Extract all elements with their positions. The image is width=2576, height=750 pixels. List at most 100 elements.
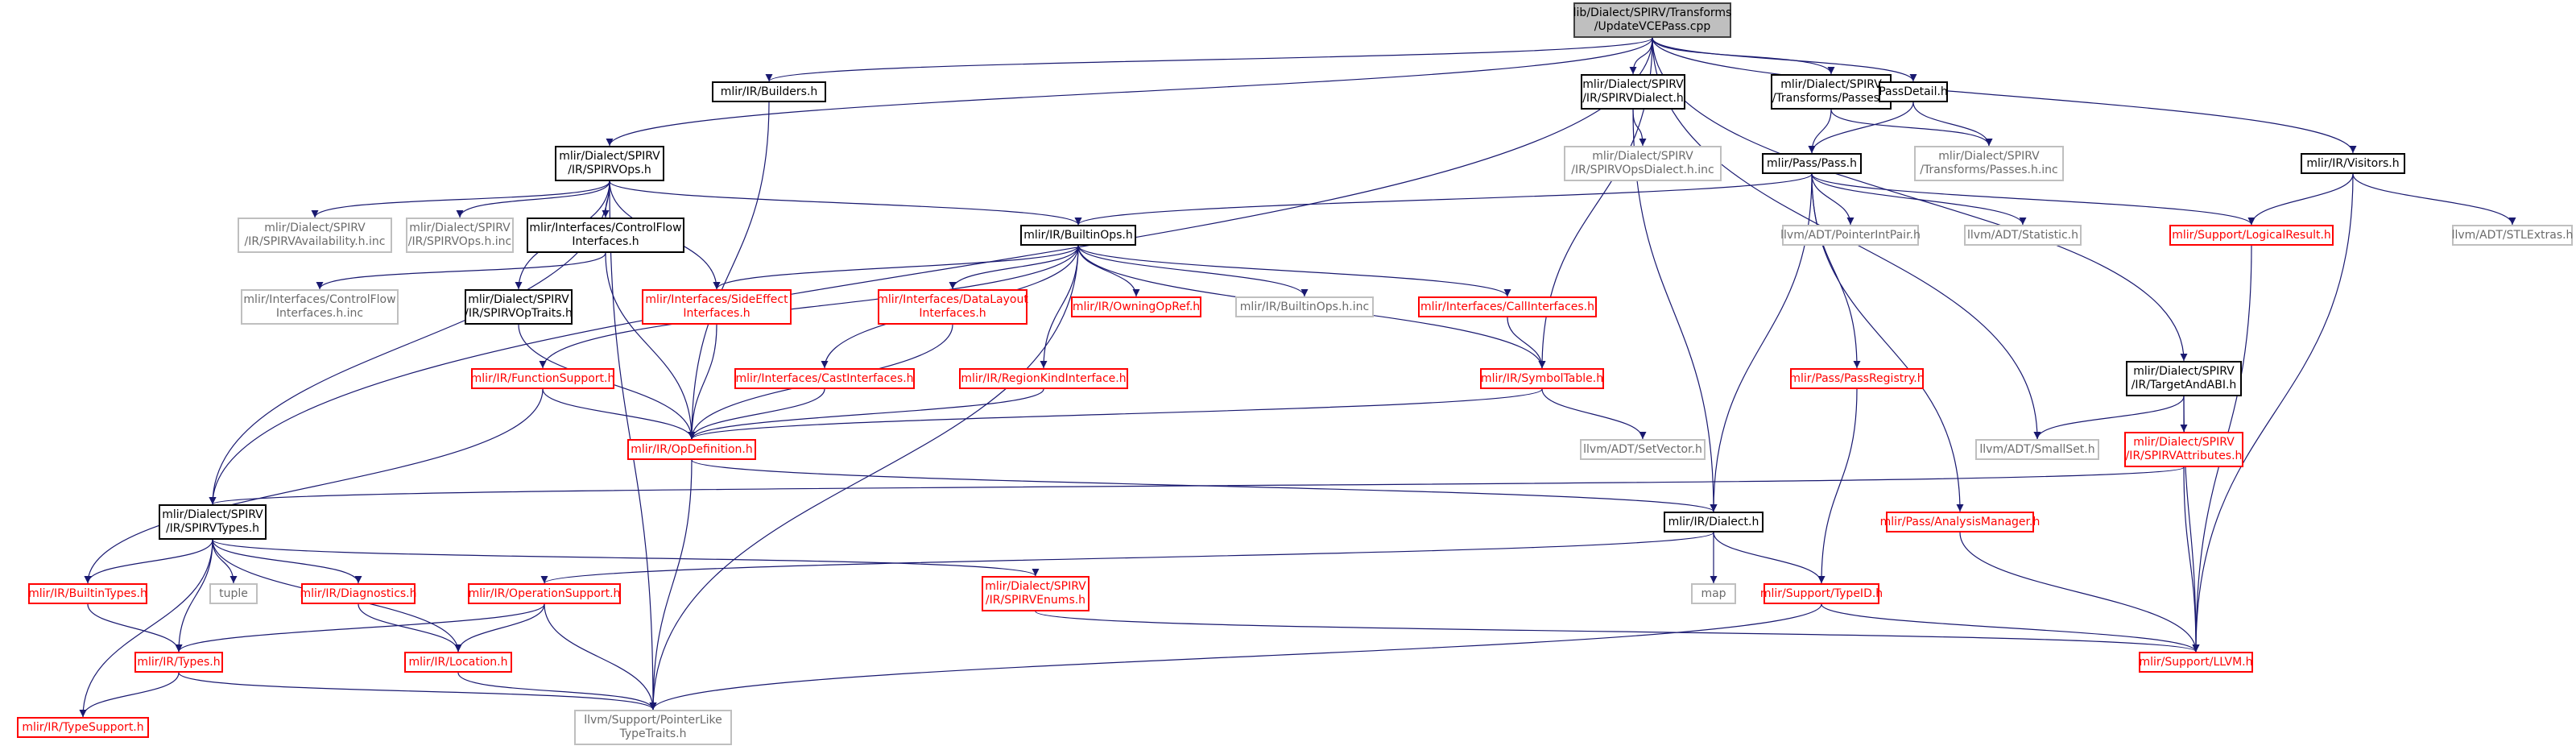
node-label: mlir/Dialect/SPIRV /IR/SPIRVAvailability… <box>244 222 386 248</box>
node-irtypes[interactable]: mlir/IR/Types.h <box>134 652 223 673</box>
node-label: mlir/Pass/PassRegistry.h <box>1789 371 1925 385</box>
node-builtintypes[interactable]: mlir/IR/BuiltinTypes.h <box>28 583 147 604</box>
node-targetandabi[interactable]: mlir/Dialect/SPIRV /IR/TargetAndABI.h <box>2126 361 2242 396</box>
node-functionsupport[interactable]: mlir/IR/FunctionSupport.h <box>471 368 614 389</box>
node-setvector[interactable]: llvm/ADT/SetVector.h <box>1580 439 1706 460</box>
node-diagnostics[interactable]: mlir/IR/Diagnostics.h <box>300 583 417 604</box>
node-label: mlir/IR/Dialect.h <box>1668 515 1759 528</box>
node-label: mlir/IR/Builders.h <box>720 85 818 98</box>
node-label: mlir/Dialect/SPIRV /IR/SPIRVOpTraits.h <box>465 293 573 320</box>
node-label: mlir/Dialect/SPIRV /Transforms/Passes.h <box>1772 78 1891 105</box>
node-label: mlir/IR/BuiltinTypes.h <box>28 586 147 600</box>
edge-passpass-to-pointerintpair <box>1811 173 1854 226</box>
node-label: mlir/Support/TypeID.h <box>1759 586 1883 600</box>
node-statistic[interactable]: llvm/ADT/Statistic.h <box>1964 225 2082 246</box>
node-passesh[interactable]: mlir/Dialect/SPIRV /Transforms/Passes.h <box>1771 74 1892 110</box>
node-regionkind[interactable]: mlir/IR/RegionKindInterface.h <box>959 368 1128 389</box>
node-dialect[interactable]: mlir/IR/Dialect.h <box>1664 512 1764 532</box>
node-visitors[interactable]: mlir/IR/Visitors.h <box>2301 153 2405 174</box>
edge-spirvtypes-to-irtypes <box>175 539 213 653</box>
node-callinterfaces[interactable]: mlir/Interfaces/CallInterfaces.h <box>1418 296 1597 317</box>
node-label: mlir/IR/Types.h <box>137 655 221 669</box>
node-passesinc[interactable]: mlir/Dialect/SPIRV /Transforms/Passes.h.… <box>1914 146 2064 181</box>
node-builders[interactable]: mlir/IR/Builders.h <box>712 81 826 102</box>
node-pointerlike[interactable]: llvm/Support/PointerLike TypeTraits.h <box>574 710 732 745</box>
edge-passregistry-to-typeid <box>1817 388 1858 584</box>
edge-builtinops-to-functionsupport <box>539 245 1079 369</box>
node-label: llvm/ADT/SmallSet.h <box>1979 442 2095 456</box>
edge-dialect-to-opsupport <box>540 532 1714 584</box>
edge-builtinops-to-datalayout <box>949 245 1079 290</box>
edge-spirvtypes-to-spirvenums <box>212 539 1040 577</box>
node-opdefinition[interactable]: mlir/IR/OpDefinition.h <box>627 439 756 460</box>
node-spirvenums[interactable]: mlir/Dialect/SPIRV /IR/SPIRVEnums.h <box>982 576 1090 611</box>
node-smallset[interactable]: llvm/ADT/SmallSet.h <box>1975 439 2099 460</box>
edge-controlflow-to-controlflowinc <box>316 252 606 290</box>
node-passdetail[interactable]: PassDetail.h <box>1879 81 1948 102</box>
node-spirvoptraits[interactable]: mlir/Dialect/SPIRV /IR/SPIRVOpTraits.h <box>465 289 573 325</box>
edge-regionkind-to-opdefinition <box>688 388 1044 440</box>
edge-spirvtypes-to-builtintypes <box>84 539 213 584</box>
node-label: mlir/Support/LLVM.h <box>2139 655 2253 669</box>
node-label: mlir/IR/Diagnostics.h <box>300 586 417 600</box>
edge-irtypes-to-pointerlike <box>178 672 657 711</box>
node-builtinops[interactable]: mlir/IR/BuiltinOps.h <box>1020 225 1136 246</box>
edge-opdefinition-to-pointerlike <box>649 459 693 711</box>
node-stlextras[interactable]: llvm/ADT/STLExtras.h <box>2452 225 2573 246</box>
node-spirvopsinc[interactable]: mlir/Dialect/SPIRV /IR/SPIRVOps.h.inc <box>406 218 514 253</box>
node-spirvdialect[interactable]: mlir/Dialect/SPIRV /IR/SPIRVDialect.h <box>1581 74 1685 110</box>
node-root[interactable]: lib/Dialect/SPIRV/Transforms /UpdateVCEP… <box>1573 2 1731 38</box>
node-label: mlir/IR/BuiltinOps.h <box>1023 228 1133 242</box>
edge-opsupport-to-pointerlike <box>544 603 657 711</box>
node-passregistry[interactable]: mlir/Pass/PassRegistry.h <box>1789 368 1925 389</box>
node-opsupport[interactable]: mlir/IR/OperationSupport.h <box>468 583 621 604</box>
node-builtinopsinc[interactable]: mlir/IR/BuiltinOps.h.inc <box>1235 296 1374 317</box>
node-label: llvm/ADT/STLExtras.h <box>2451 228 2574 242</box>
node-passpass[interactable]: mlir/Pass/Pass.h <box>1762 153 1862 174</box>
edge-location-to-pointerlike <box>457 672 657 711</box>
node-typesupport[interactable]: mlir/IR/TypeSupport.h <box>17 717 149 738</box>
node-label: mlir/Dialect/SPIRV /IR/SPIRVAttributes.h <box>2125 436 2243 462</box>
node-spirvopsdialectinc[interactable]: mlir/Dialect/SPIRV /IR/SPIRVOpsDialect.h… <box>1564 146 1722 181</box>
node-spirvtypes[interactable]: mlir/Dialect/SPIRV /IR/SPIRVTypes.h <box>159 504 267 540</box>
node-spirvavail[interactable]: mlir/Dialect/SPIRV /IR/SPIRVAvailability… <box>238 218 392 253</box>
edge-callinterfaces-to-symboltable <box>1507 317 1546 369</box>
node-label: mlir/Dialect/SPIRV /IR/TargetAndABI.h <box>2131 365 2237 392</box>
edge-passdetail-to-passesinc <box>1912 102 1993 147</box>
node-owningopref[interactable]: mlir/IR/OwningOpRef.h <box>1071 296 1201 317</box>
edge-spirvenums-to-supportllvm <box>1035 611 2200 653</box>
edge-builders-to-opdefinition <box>688 102 770 440</box>
node-typeid[interactable]: mlir/Support/TypeID.h <box>1760 583 1883 604</box>
edge-diagnostics-to-location <box>358 603 462 653</box>
edge-spirvops-to-builtinops <box>609 180 1082 226</box>
node-label: mlir/IR/TypeSupport.h <box>22 720 144 734</box>
node-spirvops[interactable]: mlir/Dialect/SPIRV /IR/SPIRVOps.h <box>555 146 664 181</box>
edge-dialect-to-typeid <box>1713 532 1826 584</box>
node-label: mlir/Interfaces/SideEffect Interfaces.h <box>645 293 788 320</box>
node-symboltable[interactable]: mlir/IR/SymbolTable.h <box>1480 368 1604 389</box>
node-location[interactable]: mlir/IR/Location.h <box>404 652 512 673</box>
node-label: mlir/IR/OperationSupport.h <box>468 586 621 600</box>
edge-builtintypes-to-irtypes <box>87 603 183 653</box>
node-label: mlir/Interfaces/CallInterfaces.h <box>1420 300 1594 313</box>
node-controlflowinc[interactable]: mlir/Interfaces/ControlFlow Interfaces.h… <box>241 289 399 325</box>
node-castinterfaces[interactable]: mlir/Interfaces/CastInterfaces.h <box>734 368 915 389</box>
edge-spirvops-to-spirvavail <box>311 180 610 218</box>
node-analysismanager[interactable]: mlir/Pass/AnalysisManager.h <box>1880 512 2040 532</box>
node-tuple[interactable]: tuple <box>209 583 258 604</box>
node-label: mlir/Support/LogicalResult.h <box>2172 228 2331 242</box>
node-map[interactable]: map <box>1691 583 1736 604</box>
node-spirvattrs[interactable]: mlir/Dialect/SPIRV /IR/SPIRVAttributes.h <box>2124 432 2243 467</box>
node-label: mlir/IR/BuiltinOps.h.inc <box>1239 300 1370 313</box>
node-supportllvm[interactable]: mlir/Support/LLVM.h <box>2139 652 2253 673</box>
node-logicalresult[interactable]: mlir/Support/LogicalResult.h <box>2169 225 2334 246</box>
edge-passpass-to-builtinops <box>1074 173 1813 226</box>
node-controlflow[interactable]: mlir/Interfaces/ControlFlow Interfaces.h <box>527 218 684 253</box>
edge-functionsupport-to-builtintypes <box>84 388 544 584</box>
node-datalayout[interactable]: mlir/Interfaces/DataLayout Interfaces.h <box>877 289 1028 325</box>
node-pointerintpair[interactable]: llvm/ADT/PointerIntPair.h <box>1780 225 1921 246</box>
node-sideeffect[interactable]: mlir/Interfaces/SideEffect Interfaces.h <box>642 289 792 325</box>
node-label: mlir/Dialect/SPIRV /Transforms/Passes.h.… <box>1920 150 2058 176</box>
